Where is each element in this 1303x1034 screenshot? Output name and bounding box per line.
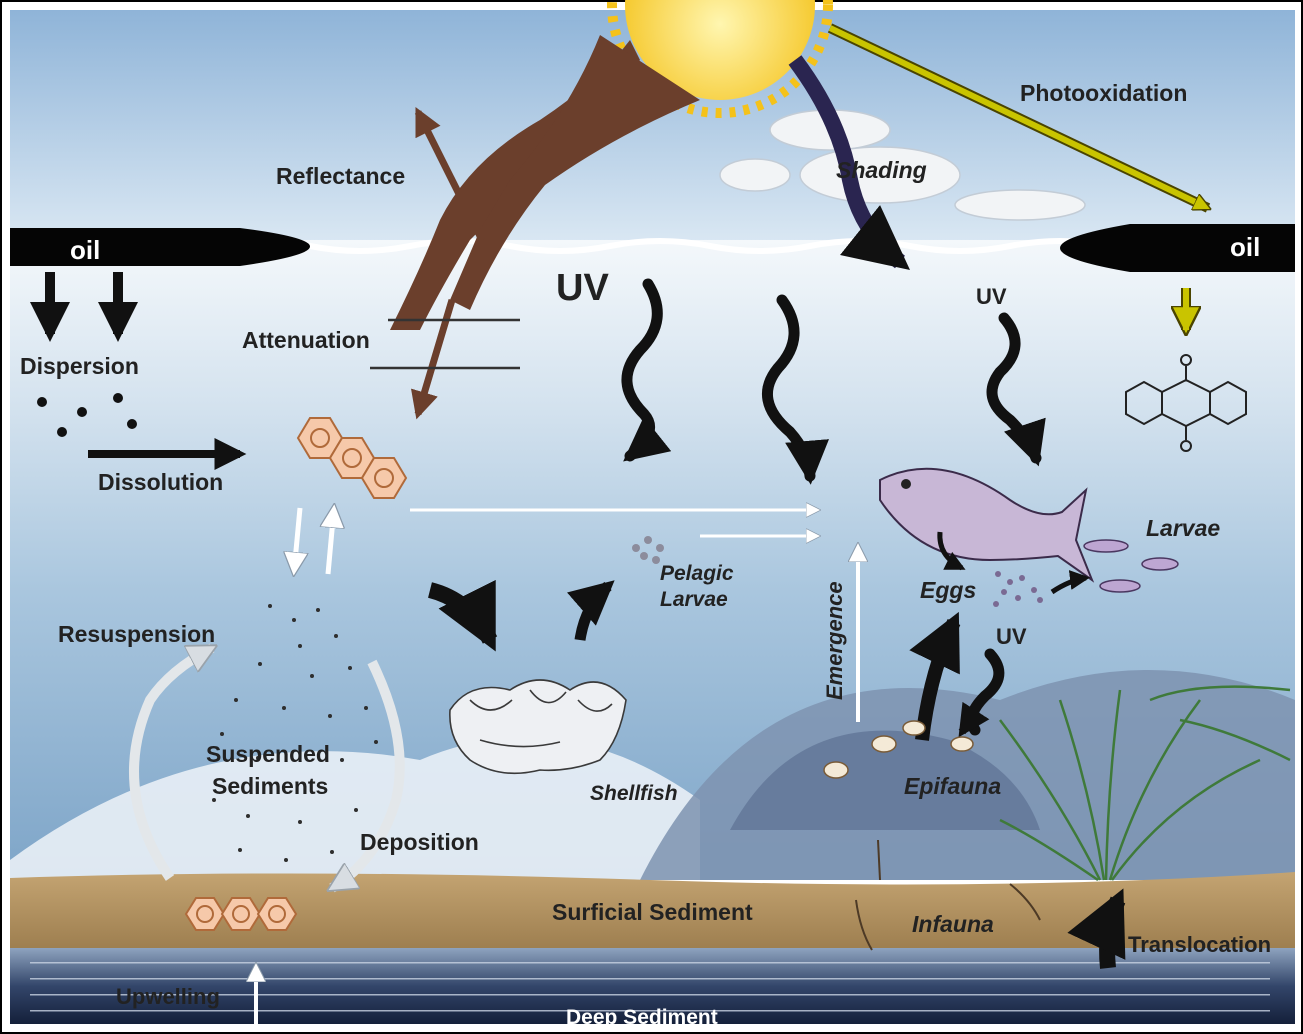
- pelagic-label: Pelagic: [660, 562, 734, 585]
- translocation-label: Translocation: [1128, 932, 1271, 957]
- dissolution-label: Dissolution: [98, 469, 223, 495]
- deposition-label: Deposition: [360, 829, 479, 855]
- sediments-label: Sediments: [212, 773, 328, 799]
- larvae-label: Larvae: [1146, 515, 1220, 541]
- suspended-label: Suspended: [206, 741, 330, 767]
- oil-slick-left: [10, 228, 310, 266]
- attenuation-label: Attenuation: [242, 327, 370, 353]
- resuspension-label: Resuspension: [58, 621, 215, 647]
- oil-right-label: oil: [1230, 232, 1260, 262]
- reflectance-label: Reflectance: [276, 163, 405, 189]
- dispersion-label: Dispersion: [20, 353, 139, 379]
- eggs-label: Eggs: [920, 577, 976, 603]
- oil-left-label: oil: [70, 235, 100, 265]
- shading-label: Shading: [836, 157, 927, 183]
- pelagic-larvae-label: Larvae: [660, 588, 728, 611]
- surficial-sediment-label: Surficial Sediment: [552, 899, 753, 925]
- shellfish-icon: [450, 680, 626, 773]
- shellfish-label: Shellfish: [590, 782, 678, 805]
- infauna-label: Infauna: [912, 911, 994, 937]
- uv-right-label: UV: [976, 284, 1007, 309]
- uv-main-label: UV: [556, 267, 609, 309]
- emergence-label: Emergence: [822, 581, 847, 700]
- deep-sediment-label: Deep Sediment: [566, 1006, 718, 1029]
- photooxidation-label: Photooxidation: [1020, 80, 1187, 106]
- sediment-pah-molecule-icon: [186, 898, 296, 930]
- epifauna-label: Epifauna: [904, 773, 1001, 799]
- uv-lower-label: UV: [996, 624, 1027, 649]
- upwelling-label: Upwelling: [116, 984, 220, 1009]
